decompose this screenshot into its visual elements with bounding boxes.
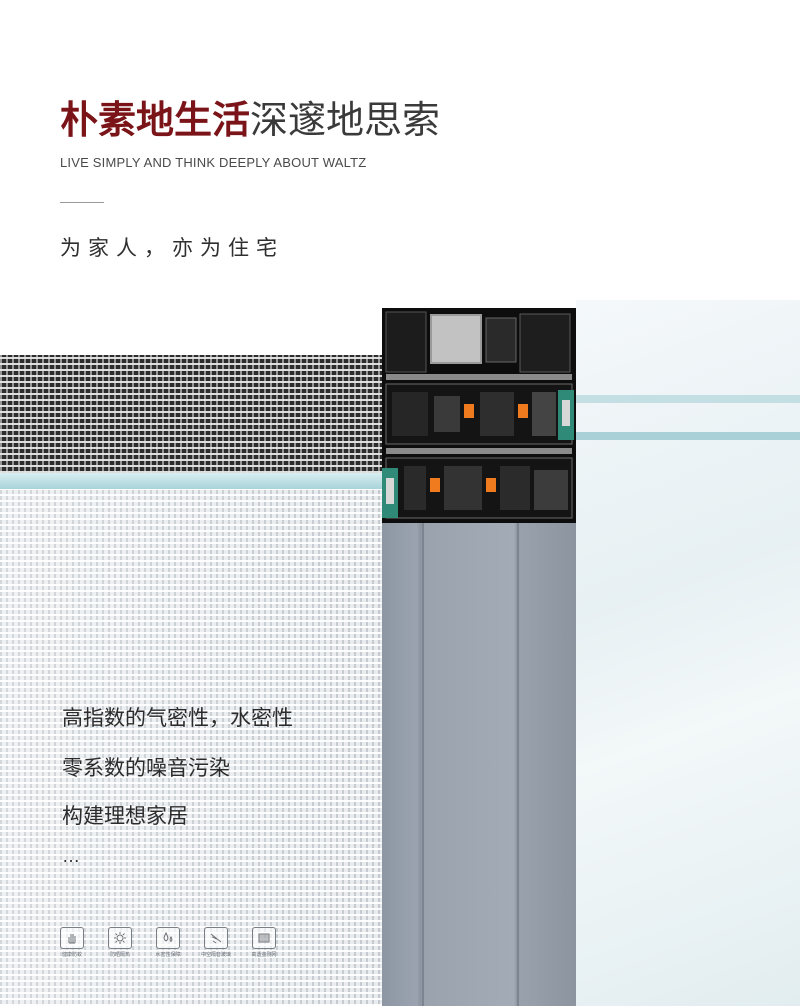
title-bold: 朴素地生活 <box>60 100 251 142</box>
feature-icon-item: 水密性保障 <box>154 927 182 958</box>
icon-label: 健康防蚊 <box>61 952 82 958</box>
feature-airtightness: 高指数的气密性，水密性 <box>62 707 293 730</box>
title-light: 深邃地思索 <box>250 100 441 142</box>
icon-label: 中空隔音玻璃 <box>201 952 232 958</box>
icon-label: 防晒隔热 <box>109 952 130 958</box>
feature-noise: 零系数的噪音污染 <box>62 757 230 780</box>
hand-icon <box>60 927 84 949</box>
icon-label: 高透金刚网 <box>251 952 277 958</box>
frame-groove <box>517 523 519 1006</box>
sun-icon <box>108 927 132 949</box>
feature-icon-item: 防晒隔热 <box>106 927 134 958</box>
feature-ideal-home: 构建理想家居 <box>62 805 188 828</box>
feature-icon-item: 中空隔音玻璃 <box>201 927 232 958</box>
page-title: 朴素地生活深邃地思索 <box>60 98 440 144</box>
feature-icon-item: 健康防蚊 <box>58 927 86 958</box>
english-tagline: LIVE SIMPLY AND THINK DEEPLY ABOUT WALTZ <box>60 155 367 170</box>
ellipsis: … <box>62 846 81 866</box>
aluminum-frame-face <box>382 523 576 1006</box>
light-window-mesh <box>0 489 382 1006</box>
glass-edge-stripe <box>0 473 382 489</box>
glass-edge-band <box>576 395 800 403</box>
aluminum-profile-cross-section <box>382 308 576 523</box>
subtitle: 为家人，亦为住宅 <box>60 237 284 260</box>
dark-security-mesh <box>0 355 382 473</box>
frame-groove <box>422 523 424 1006</box>
profile-section-drawing <box>382 308 576 523</box>
mesh-highlight <box>0 489 382 1006</box>
sound-icon <box>204 927 228 949</box>
glass-panel <box>576 300 800 1006</box>
divider <box>60 202 104 203</box>
feature-icon-row: 健康防蚊 防晒隔热 水密性保障 中空隔音玻璃 高透金刚网 <box>58 927 278 958</box>
water-drop-icon <box>156 927 180 949</box>
feature-icon-item: 高透金刚网 <box>250 927 278 958</box>
mesh-screen-icon <box>252 927 276 949</box>
icon-label: 水密性保障 <box>155 952 181 958</box>
glass-edge-band <box>576 432 800 440</box>
